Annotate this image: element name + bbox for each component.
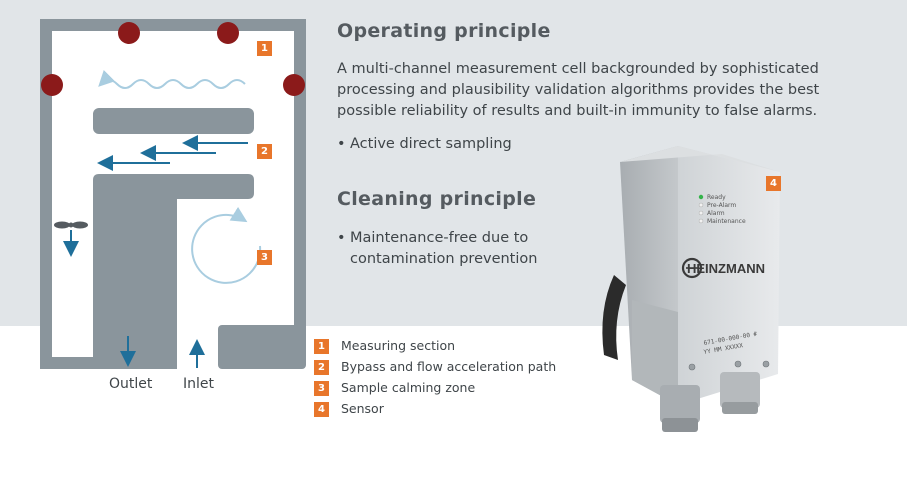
cleaning-bullet: • Maintenance-free due to contamination …	[337, 228, 580, 270]
legend-badge: 3	[314, 381, 329, 396]
sensor-cable	[602, 275, 626, 360]
cleaning-heading: Cleaning principle	[337, 188, 537, 210]
chamber-frame	[40, 19, 306, 369]
fan-icon	[54, 221, 88, 257]
operating-bullet: • Active direct sampling	[337, 134, 580, 155]
calming-zone-swirl	[191, 206, 262, 284]
operating-bullet-text: Active direct sampling	[350, 136, 512, 152]
cleaning-bullet-text: Maintenance-free due to contamination pr…	[350, 230, 538, 267]
led-ready	[698, 194, 704, 200]
operating-description: A multi-channel measurement cell backgro…	[337, 61, 820, 119]
legend-label: Bypass and flow acceleration path	[341, 359, 557, 374]
legend-label: Sensor	[341, 401, 384, 416]
bullet-dot: •	[337, 230, 346, 246]
heinzmann-logo: HEINZMANN	[681, 257, 765, 279]
measuring-flow-wave	[98, 69, 246, 89]
inlet-side-block	[218, 325, 306, 369]
outlet-label: Outlet	[109, 376, 153, 392]
legend-label: Measuring section	[341, 338, 456, 353]
sensor-device-illustration: Ready Pre-Alarm Alarm Maintenance HEINZM…	[602, 146, 780, 432]
legend-badge: 1	[314, 339, 329, 354]
led-maintenance	[698, 218, 704, 224]
inlet-label: Inlet	[183, 376, 214, 392]
legend-badge: 2	[314, 360, 329, 375]
flow-cell-diagram	[40, 19, 306, 369]
led-label-pre-alarm: Pre-Alarm	[707, 202, 736, 209]
led-label-alarm: Alarm	[707, 210, 725, 217]
led-alarm	[698, 210, 704, 216]
cable-glands	[660, 372, 760, 432]
diagram-badge-1: 1	[257, 41, 272, 56]
lower-flow-block	[93, 174, 254, 369]
flow-divider-bar	[93, 108, 254, 134]
diagram-badge-2: 2	[257, 144, 272, 159]
bypass-arrows	[97, 135, 248, 171]
brand-name: HEINZMANN	[687, 261, 765, 276]
legend-label: Sample calming zone	[341, 380, 476, 395]
bullet-dot: •	[337, 136, 346, 152]
led-label-maintenance: Maintenance	[707, 218, 746, 225]
status-leds: Ready Pre-Alarm Alarm Maintenance	[698, 194, 746, 225]
diagram-badge-3: 3	[257, 250, 272, 265]
heater-elements	[41, 22, 305, 96]
led-pre-alarm	[698, 202, 704, 208]
sensor-front-face	[678, 146, 780, 405]
operating-heading: Operating principle	[337, 20, 551, 42]
legend-badge: 4	[314, 402, 329, 417]
led-label-ready: Ready	[707, 194, 726, 201]
sensor-badge-4: 4	[766, 176, 781, 191]
